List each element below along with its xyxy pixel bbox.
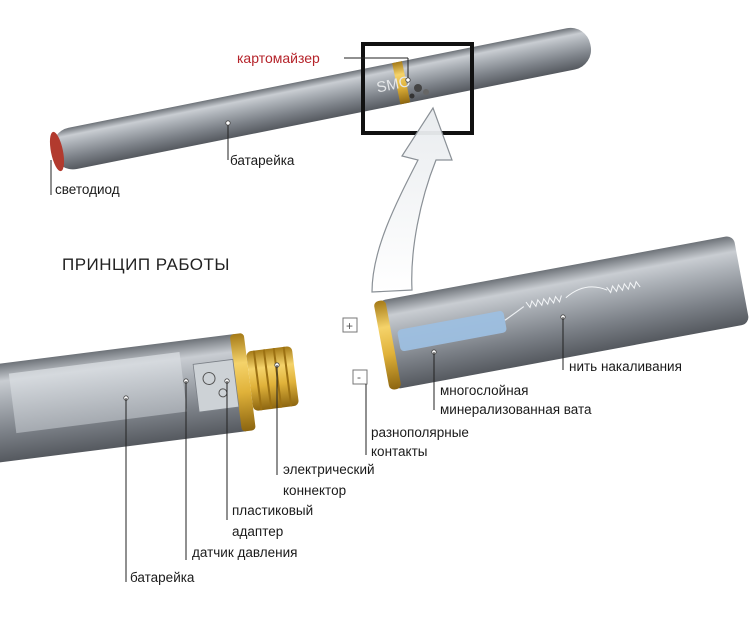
plastic-adapter-label-1: пластиковый [232, 503, 313, 518]
zoom-arrow [372, 108, 452, 292]
adapter-detail [193, 359, 239, 412]
battery-part [0, 327, 301, 463]
wool-label-1: многослойная [440, 383, 528, 398]
plus-contact-sign: + [346, 319, 353, 333]
bottom-battery-label: батарейка [130, 570, 195, 585]
contacts-label-1: разнополярные [371, 425, 469, 440]
cartomizer-part [373, 235, 749, 390]
cartomizer-label: картомайзер [237, 50, 320, 66]
led-label: светодиод [55, 182, 120, 197]
electric-connector-label-2: коннектор [283, 483, 346, 498]
top-ecig: SMO [47, 24, 595, 173]
top-battery-dot [226, 121, 230, 125]
wool-label-2: минерализованная вата [440, 402, 592, 417]
top-battery-label: батарейка [230, 153, 295, 168]
diagram-title: ПРИНЦИП РАБОТЫ [62, 255, 230, 274]
plastic-adapter-label-2: адаптер [232, 524, 283, 539]
minus-contact-sign: - [357, 370, 361, 384]
electric-connector-label-1: электрический [283, 462, 375, 477]
top-ecig-body [49, 24, 595, 173]
cartomizer-dot [406, 78, 410, 82]
pressure-sensor-label: датчик давления [192, 545, 297, 560]
contacts-label-2: контакты [371, 444, 428, 459]
heating-coil-label: нить накаливания [569, 359, 682, 374]
